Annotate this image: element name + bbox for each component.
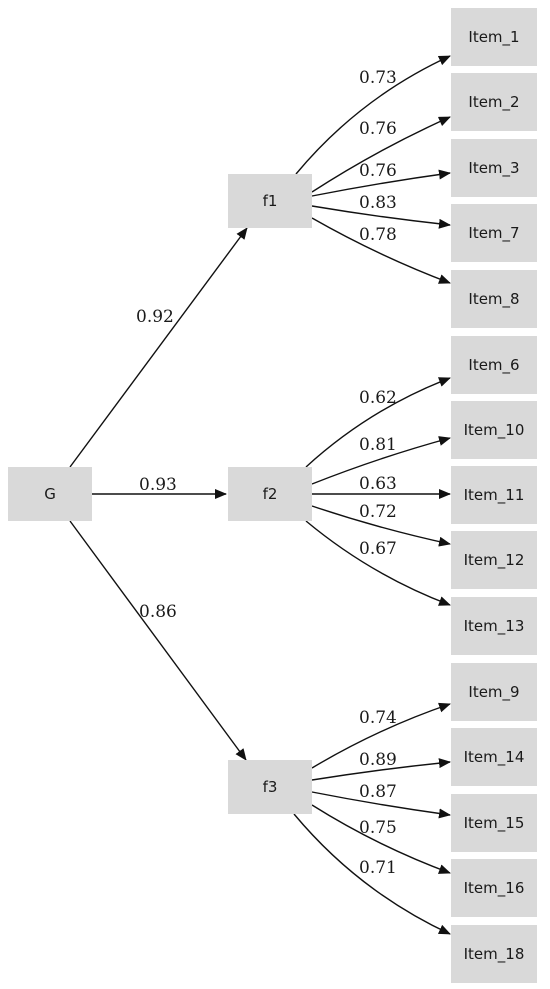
node-f1-label: f1 bbox=[262, 192, 278, 210]
node-item-11: Item_11 bbox=[451, 466, 537, 524]
loading-label: 0.74 bbox=[359, 708, 397, 728]
item-label: Item_3 bbox=[468, 159, 520, 177]
node-f3: f3 bbox=[228, 760, 312, 814]
loading-label: 0.81 bbox=[359, 435, 397, 455]
item-label: Item_15 bbox=[463, 814, 525, 832]
node-item-1: Item_1 bbox=[451, 8, 537, 66]
edge-f1-item-7 bbox=[311, 205, 451, 229]
node-item-2: Item_2 bbox=[451, 73, 537, 131]
loading-label: 0.89 bbox=[359, 750, 397, 770]
node-item-3: Item_3 bbox=[451, 139, 537, 197]
node-item-6: Item_6 bbox=[451, 336, 537, 394]
item-label: Item_16 bbox=[463, 879, 525, 897]
node-f2: f2 bbox=[228, 467, 312, 521]
edge-f1-item-2 bbox=[311, 116, 451, 193]
loading-label: 0.62 bbox=[359, 388, 397, 408]
edge-f3-item-16 bbox=[311, 804, 451, 874]
loading-label: 0.75 bbox=[359, 818, 397, 838]
loading-label: 0.83 bbox=[359, 193, 397, 213]
node-item-15: Item_15 bbox=[451, 794, 537, 852]
item-label: Item_11 bbox=[463, 486, 525, 504]
node-f2-label: f2 bbox=[262, 485, 278, 503]
edge-f2-item-12 bbox=[311, 505, 451, 547]
edge-f3-item-15 bbox=[311, 791, 451, 819]
node-f1: f1 bbox=[228, 174, 312, 228]
node-item-16: Item_16 bbox=[451, 859, 537, 917]
node-g: G bbox=[8, 467, 92, 521]
loading-label: 0.86 bbox=[139, 602, 177, 622]
node-item-14: Item_14 bbox=[451, 728, 537, 786]
loading-label: 0.92 bbox=[136, 307, 174, 327]
item-label: Item_1 bbox=[468, 28, 520, 46]
node-item-7: Item_7 bbox=[451, 204, 537, 262]
edge-f3-item-18 bbox=[293, 813, 451, 935]
edge-f1-item-8 bbox=[311, 217, 451, 284]
edge-f2-item-10 bbox=[311, 436, 451, 485]
node-item-8: Item_8 bbox=[451, 270, 537, 328]
node-item-12: Item_12 bbox=[451, 531, 537, 589]
edge-f3-item-14 bbox=[311, 758, 451, 781]
item-label: Item_7 bbox=[468, 224, 520, 242]
edge-f1-item-1 bbox=[295, 55, 451, 175]
loading-label: 0.78 bbox=[359, 225, 397, 245]
loading-label: 0.76 bbox=[359, 161, 397, 181]
edge-f2-item-13 bbox=[305, 520, 451, 606]
edge-f1-item-3 bbox=[311, 169, 451, 197]
node-item-18: Item_18 bbox=[451, 925, 537, 983]
edge-g-f3 bbox=[69, 520, 247, 761]
loading-label: 0.71 bbox=[359, 858, 397, 878]
item-label: Item_10 bbox=[463, 421, 525, 439]
item-label: Item_2 bbox=[468, 93, 520, 111]
edge-f2-item-6 bbox=[305, 377, 451, 468]
node-g-label: G bbox=[44, 485, 56, 503]
item-label: Item_8 bbox=[468, 290, 520, 308]
node-item-10: Item_10 bbox=[451, 401, 537, 459]
loading-label: 0.73 bbox=[359, 68, 397, 88]
loading-label: 0.87 bbox=[359, 782, 397, 802]
node-f3-label: f3 bbox=[262, 778, 278, 796]
item-label: Item_12 bbox=[463, 551, 525, 569]
loading-label: 0.93 bbox=[139, 475, 177, 495]
node-item-13: Item_13 bbox=[451, 597, 537, 655]
loading-label: 0.72 bbox=[359, 502, 397, 522]
loading-label: 0.76 bbox=[359, 119, 397, 139]
loading-label: 0.63 bbox=[359, 474, 397, 494]
edge-f3-item-9 bbox=[311, 702, 451, 769]
item-label: Item_18 bbox=[463, 945, 525, 963]
item-label: Item_9 bbox=[468, 683, 520, 701]
item-label: Item_14 bbox=[463, 748, 525, 766]
edge-g-f1 bbox=[69, 227, 248, 468]
node-item-9: Item_9 bbox=[451, 663, 537, 721]
item-label: Item_6 bbox=[468, 356, 520, 374]
loading-label: 0.67 bbox=[359, 539, 397, 559]
item-label: Item_13 bbox=[463, 617, 525, 635]
